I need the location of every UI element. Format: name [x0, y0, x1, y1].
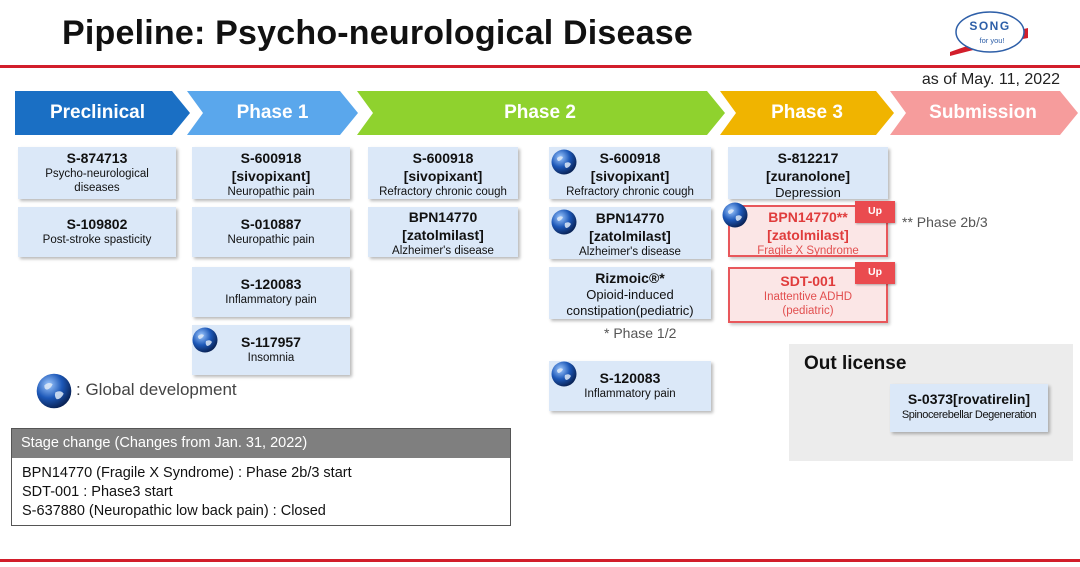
indication: Alzheimer's disease [579, 246, 681, 258]
indication: Refractory chronic cough [566, 186, 694, 198]
globe-icon [36, 373, 72, 409]
pipeline-card-s120083-p2: S-120083 Inflammatory pain [549, 361, 711, 411]
indication: Inflammatory pain [225, 294, 317, 306]
stage-label-phase2: Phase 2 [504, 102, 576, 123]
indication: Opioid-induced [586, 287, 674, 302]
stage-change-item: SDT-001 : Phase3 start [22, 484, 173, 500]
pipeline-card-rizmoic: Rizmoic®* Opioid-induced constipation(pe… [549, 267, 711, 319]
global-development-legend: : Global development [76, 380, 237, 399]
pipeline-card-s812217: S-812217 [zuranolone] Depression [728, 147, 888, 200]
stage-label-preclinical: Preclinical [49, 102, 146, 123]
compound-code: S-600918 [412, 150, 474, 166]
compound-code: S-0373[rovatirelin] [907, 391, 1031, 407]
song-logo: SONG for you! [950, 11, 1028, 56]
compound-code: S-874713 [66, 150, 128, 166]
compound-code: BPN14770 [595, 210, 665, 226]
out-license-title: Out license [804, 353, 907, 374]
pipeline-card-s120083-p1: S-120083 Inflammatory pain [192, 267, 350, 317]
as-of-date: as of May. 11, 2022 [921, 71, 1060, 88]
stage-change-list: BPN14770 (Fragile X Syndrome) : Phase 2b… [12, 458, 510, 521]
globe-icon [192, 327, 218, 353]
stage-change-box: Stage change (Changes from Jan. 31, 2022… [11, 428, 511, 526]
indication: Inattentive ADHD [763, 291, 853, 303]
globe-icon [551, 149, 577, 175]
compound-code: S-812217 [777, 150, 839, 166]
header-divider [0, 65, 1080, 68]
page-title: Pipeline: Psycho-neurological Disease [62, 14, 693, 52]
compound-name: [sivopixant] [231, 168, 311, 184]
compound-name: [zuranolone] [766, 168, 850, 184]
indication-detail: constipation(pediatric) [566, 303, 694, 318]
globe-icon [551, 209, 577, 235]
phase3-note: ** Phase 2b/3 [902, 214, 988, 230]
compound-code: S-120083 [240, 276, 302, 292]
compound-code: S-600918 [599, 150, 661, 166]
pipeline-card-s874713: S-874713 Psycho-neurological diseases [18, 147, 176, 199]
indication: Psycho-neurological diseases [45, 168, 149, 194]
indication: Post-stroke spasticity [42, 234, 152, 246]
stage-arrow-preclinical [15, 91, 190, 135]
pipeline-card-s600918-p2b: S-600918 [sivopixant] Refractory chronic… [549, 147, 711, 199]
stage-bar: Preclinical Phase 1 Phase 2 Phase 3 Subm… [0, 91, 1080, 135]
stage-change-item: BPN14770 (Fragile X Syndrome) : Phase 2b… [22, 465, 352, 481]
stage-change-header: Stage change (Changes from Jan. 31, 2022… [12, 429, 510, 458]
compound-name: [sivopixant] [590, 168, 670, 184]
indication: Neuropathic pain [227, 186, 315, 198]
stage-label-submission: Submission [929, 102, 1037, 123]
compound-code: BPN14770 [408, 209, 478, 225]
stage-label-phase1: Phase 1 [236, 102, 309, 123]
pipeline-card-s600918-p2a: S-600918 [sivopixant] Refractory chronic… [368, 147, 518, 199]
indication: Neuropathic pain [227, 234, 315, 246]
globe-icon [722, 202, 748, 228]
compound-code: Rizmoic®* [595, 270, 665, 286]
stage-arrow-phase3 [720, 91, 894, 135]
pipeline-card-s0373: S-0373[rovatirelin] Spinocerebellar Dege… [890, 384, 1048, 432]
pipeline-card-bpn14770-p2a: BPN14770 [zatolmilast] Alzheimer's disea… [368, 207, 518, 257]
compound-name: [zatolmilast] [589, 228, 671, 244]
compound-code: SDT-001 [780, 273, 836, 289]
stage-label-phase3: Phase 3 [771, 102, 843, 123]
up-badge: Up [855, 262, 895, 284]
pipeline-card-s010887: S-010887 Neuropathic pain [192, 207, 350, 257]
pipeline-card-bpn14770-p2b: BPN14770 [zatolmilast] Alzheimer's disea… [549, 207, 711, 259]
compound-code: S-010887 [240, 216, 302, 232]
compound-code: S-120083 [599, 370, 661, 386]
indication: Insomnia [247, 352, 295, 364]
stage-change-item: S-637880 (Neuropathic low back pain) : C… [22, 503, 326, 519]
indication: Spinocerebellar Degeneration [901, 409, 1037, 421]
compound-code: S-117957 [241, 334, 301, 350]
logo-tagline: for you! [979, 36, 1004, 45]
compound-code: S-109802 [66, 216, 128, 232]
pipeline-card-s109802: S-109802 Post-stroke spasticity [18, 207, 176, 257]
indication: Inflammatory pain [584, 388, 676, 400]
globe-icon [551, 361, 577, 387]
compound-code: BPN14770** [768, 209, 848, 225]
indication: Depression [775, 185, 841, 200]
up-badge: Up [855, 201, 895, 223]
stage-arrow-phase1 [187, 91, 358, 135]
stage-arrow-submission [890, 91, 1078, 135]
pipeline-card-s117957: S-117957 Insomnia [192, 325, 350, 375]
compound-code: S-600918 [240, 150, 302, 166]
compound-name: [zatolmilast] [402, 227, 484, 243]
indication: Refractory chronic cough [379, 186, 507, 198]
footer-divider [0, 559, 1080, 562]
compound-name: [zatolmilast] [767, 227, 849, 243]
indication-detail: (pediatric) [782, 305, 834, 317]
logo-text: SONG [969, 19, 1010, 33]
indication: Fragile X Syndrome [757, 245, 859, 257]
stage-arrows [15, 91, 1078, 135]
pipeline-card-s600918-p1: S-600918 [sivopixant] Neuropathic pain [192, 147, 350, 199]
indication: Alzheimer's disease [392, 245, 494, 257]
compound-name: [sivopixant] [403, 168, 483, 184]
phase2-note: * Phase 1/2 [604, 325, 677, 341]
stage-arrow-phase2 [357, 91, 725, 135]
